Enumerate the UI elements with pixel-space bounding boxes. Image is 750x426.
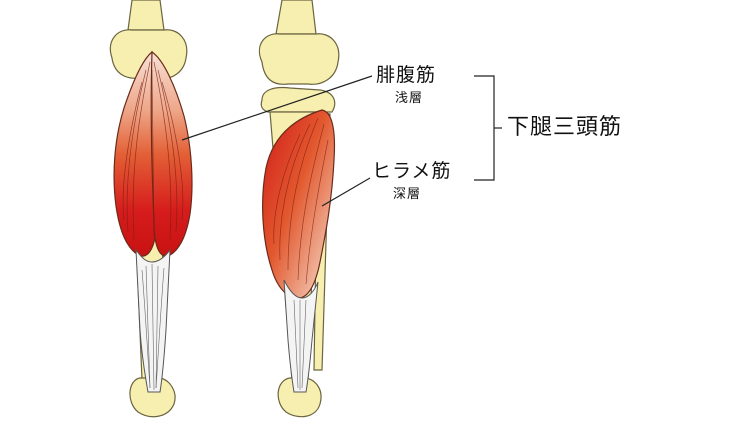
left-femoral-condyles xyxy=(109,29,188,79)
right-soleus xyxy=(262,109,336,393)
gastrocnemius-medial-head xyxy=(150,50,193,257)
right-femur xyxy=(275,0,317,35)
right-heel-bone xyxy=(277,377,322,418)
soleus-leader-line xyxy=(321,177,371,207)
right-femoral-condyles xyxy=(258,33,340,85)
left-femur xyxy=(127,0,165,31)
achilles-tendon-right xyxy=(283,279,319,393)
gastrocnemius-label: 腓腹筋 xyxy=(376,64,437,86)
left-gastrocnemius xyxy=(113,50,193,393)
triceps-surae-label: 下腿三頭筋 xyxy=(507,115,623,140)
soleus-label: ヒラメ筋 xyxy=(372,160,452,182)
left-heel-bone xyxy=(129,377,176,418)
right-tibia-head xyxy=(260,86,336,113)
annotation-lines xyxy=(181,75,502,207)
gastrocnemius-layer-label: 浅層 xyxy=(395,91,424,106)
gastrocnemius-leader-line xyxy=(181,75,373,141)
triceps-surae-bracket xyxy=(474,75,495,181)
soleus-layer-label: 深層 xyxy=(393,187,422,202)
